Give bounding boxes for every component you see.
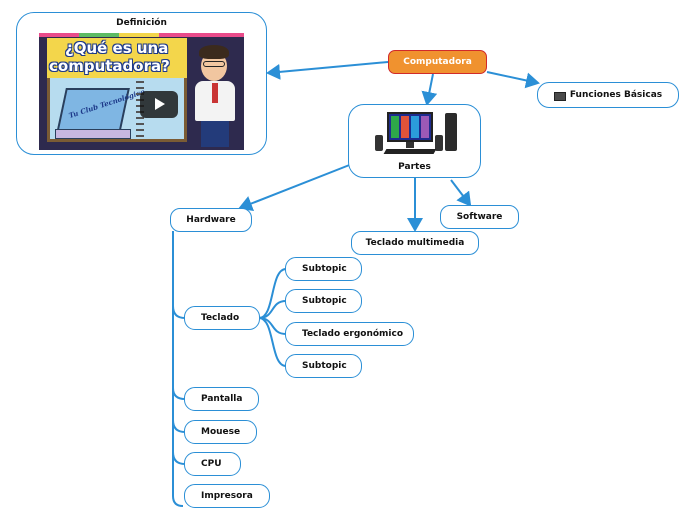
software-node[interactable]: Software <box>440 205 519 229</box>
subtopic-label: Subtopic <box>302 296 347 306</box>
partes-node[interactable]: Partes <box>348 104 481 178</box>
thumbnail-stripe-yellow <box>119 33 159 37</box>
teclado-multimedia-label: Teclado multimedia <box>365 238 465 248</box>
central-topic-label: Computadora <box>403 57 472 67</box>
definicion-node[interactable]: Definición ¿Qué es una computadora? Tu C… <box>16 12 267 155</box>
hardware-label: Hardware <box>186 215 236 225</box>
cpu-label: CPU <box>201 459 222 469</box>
subtopic-label: Subtopic <box>302 361 347 371</box>
thumbnail-title-line2: computadora? <box>49 57 170 75</box>
monitor-stand-image <box>406 142 414 148</box>
cpu-node[interactable]: CPU <box>184 452 241 476</box>
connector-pantalla <box>172 387 186 400</box>
presenter-tie-image <box>212 83 218 103</box>
speaker-right-image <box>435 135 443 151</box>
connector-software <box>450 179 472 207</box>
impresora-label: Impresora <box>201 491 253 501</box>
connector-partes <box>421 73 438 106</box>
mouese-label: Mouese <box>201 427 241 437</box>
thumbnail-title-line1: ¿Qué es una <box>65 39 169 57</box>
keyboard-image <box>383 149 437 154</box>
connector-subtopic-4 <box>258 317 287 367</box>
hardware-node[interactable]: Hardware <box>170 208 252 232</box>
subtopic-node[interactable]: Subtopic <box>285 354 362 378</box>
pantalla-node[interactable]: Pantalla <box>184 387 259 411</box>
mouese-node[interactable]: Mouese <box>184 420 257 444</box>
thumbnail-stripe-pink-2 <box>159 33 244 37</box>
screen-tiles-image <box>391 116 429 138</box>
central-topic-computadora[interactable]: Computadora <box>388 50 487 74</box>
impresora-node[interactable]: Impresora <box>184 484 270 508</box>
connector-teclado <box>172 305 186 319</box>
teclado-multimedia-node[interactable]: Teclado multimedia <box>351 231 479 255</box>
definicion-title: Definición <box>116 18 167 28</box>
connector-hardware-spine <box>172 231 184 507</box>
connector-mouese <box>172 419 186 433</box>
connector-cpu <box>172 451 186 465</box>
subtopic-label: Subtopic <box>302 264 347 274</box>
teclado-label: Teclado <box>201 313 240 323</box>
teclado-node[interactable]: Teclado <box>184 306 260 330</box>
partes-label: Partes <box>398 162 431 172</box>
connector-definicion <box>266 61 389 80</box>
connector-funciones <box>486 71 540 89</box>
thumbnail-title-band <box>47 38 187 78</box>
monitor-icon <box>553 91 566 101</box>
thumbnail-stripe-green <box>79 33 119 37</box>
speaker-left-image <box>375 135 383 151</box>
funciones-basicas-label: Funciones Básicas <box>569 90 663 100</box>
funciones-basicas-node[interactable]: Funciones Básicas <box>537 82 679 108</box>
subtopic-node[interactable]: Subtopic <box>285 257 362 281</box>
connector-hardware <box>238 163 353 212</box>
laptop-base-image <box>55 129 131 139</box>
teclado-ergonomico-node[interactable]: Teclado ergonómico <box>285 322 414 346</box>
pantalla-label: Pantalla <box>201 394 243 404</box>
pc-tower-image <box>445 113 457 151</box>
presenter-hair-image <box>199 45 229 59</box>
play-icon[interactable] <box>140 91 178 118</box>
teclado-ergonomico-label: Teclado ergonómico <box>302 329 404 339</box>
software-label: Software <box>456 212 503 222</box>
presenter-glasses-image <box>203 61 225 67</box>
presenter-legs-image <box>201 121 229 147</box>
thumbnail-stripe-pink <box>39 33 79 37</box>
subtopic-node[interactable]: Subtopic <box>285 289 362 313</box>
